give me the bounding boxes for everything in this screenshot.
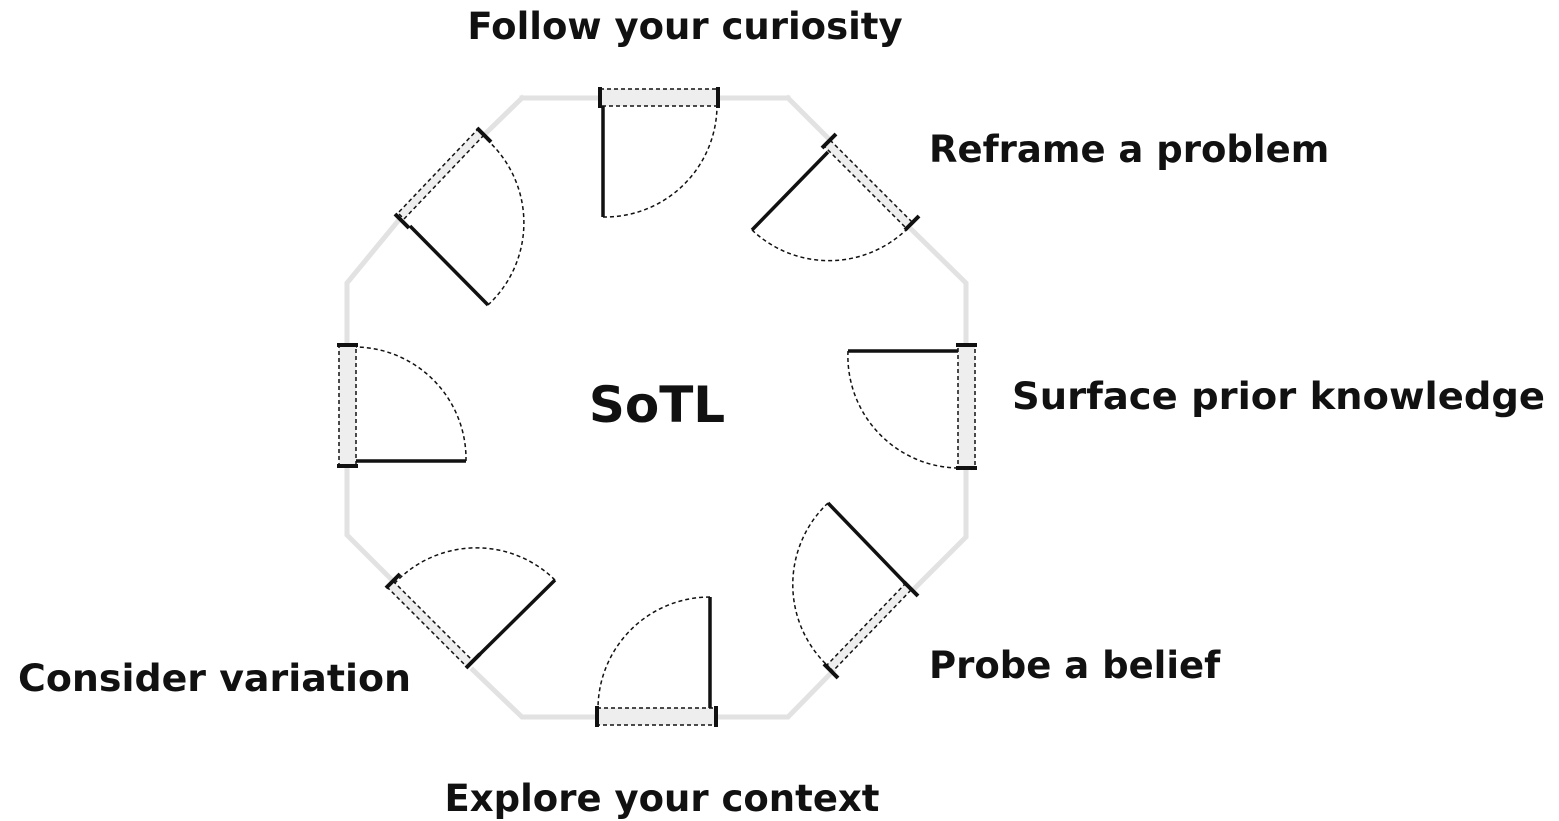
door-frame <box>596 707 717 726</box>
door-leaf <box>826 501 908 586</box>
door-jamb <box>384 572 402 590</box>
door-frame <box>822 138 914 230</box>
door-swing-arc <box>597 596 711 709</box>
door-left <box>337 343 467 468</box>
door-frame <box>957 344 976 469</box>
door-swing-arc <box>484 137 525 306</box>
door-jamb <box>902 580 920 598</box>
center-label: SoTL <box>589 376 725 434</box>
door-label-bottom-left: Consider variation <box>18 657 411 700</box>
door-swing-arc <box>602 105 718 218</box>
door-frame <box>385 579 475 669</box>
door-swing-arc <box>792 502 830 668</box>
door-top <box>598 87 720 218</box>
door-label-bottom-right: Probe a belief <box>929 644 1221 687</box>
door-jamb <box>903 214 921 232</box>
door-swing-arc <box>847 350 959 469</box>
door-bottom <box>595 596 718 727</box>
door-label-bottom: Explore your context <box>445 777 880 820</box>
door-bottom-right <box>792 501 920 680</box>
door-right <box>847 343 977 470</box>
door-swing-arc <box>393 547 556 585</box>
door-frame <box>599 88 718 107</box>
door-bottom-left <box>384 547 557 670</box>
door-top-right <box>750 132 921 262</box>
door-leaf <box>474 578 557 660</box>
door-leaf <box>750 150 830 232</box>
door-swing-arc <box>751 225 911 262</box>
octagon-walls <box>344 94 969 720</box>
door-label-top-right: Reframe a problem <box>929 128 1329 171</box>
door-frame <box>338 344 357 467</box>
door-jamb <box>820 132 838 150</box>
door-frame <box>396 127 486 221</box>
door-jamb <box>475 126 493 144</box>
door-jamb <box>393 212 411 230</box>
door-label-right: Surface prior knowledge <box>1012 375 1545 418</box>
door-frame <box>825 582 913 673</box>
door-top-left <box>393 126 525 307</box>
door-swing-arc <box>355 346 467 462</box>
door-label-top: Follow your curiosity <box>467 5 902 48</box>
door-leaf <box>408 224 490 307</box>
door-jamb <box>822 662 840 680</box>
